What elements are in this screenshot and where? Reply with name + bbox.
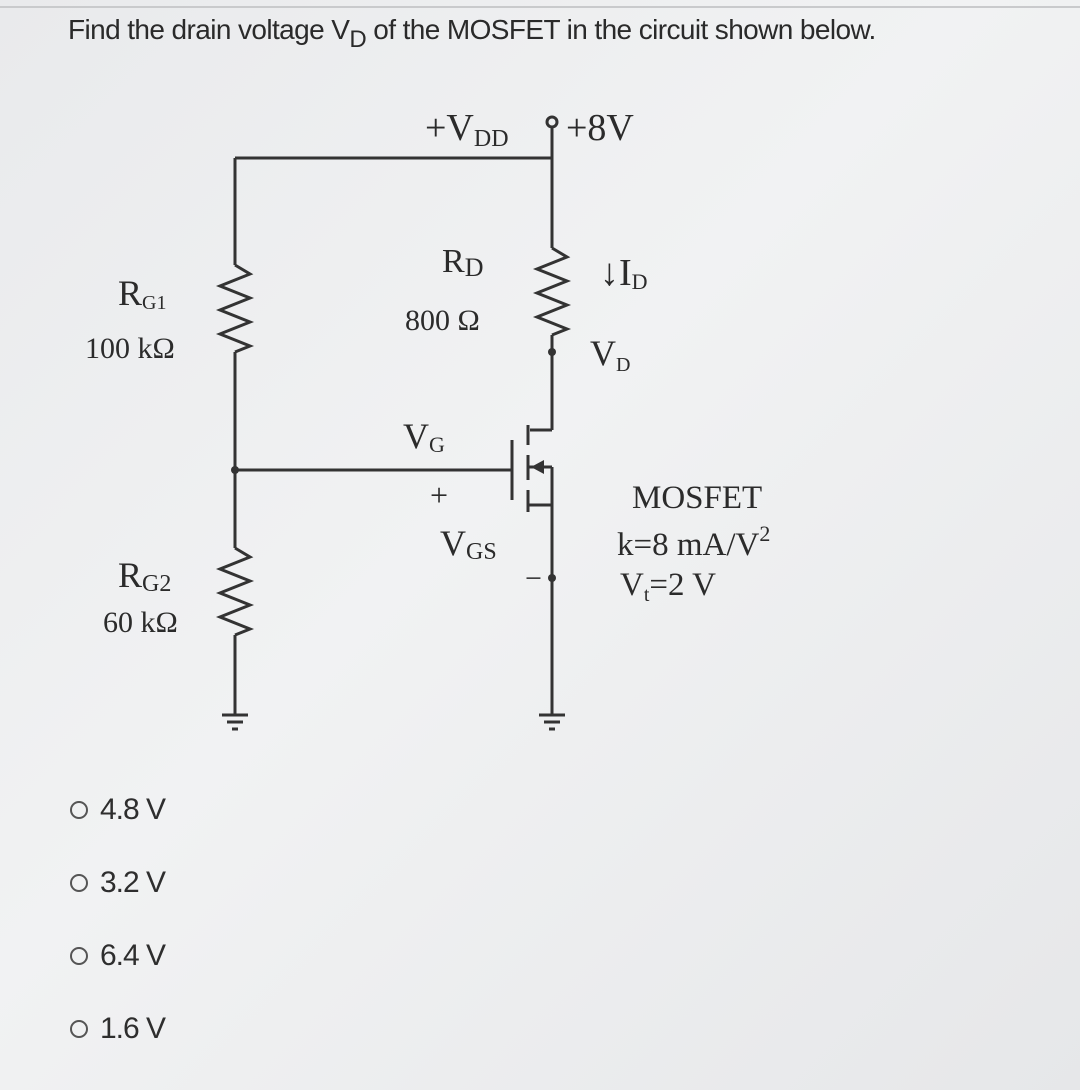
radio-button[interactable] — [70, 801, 88, 819]
rd-value: 800 Ω — [405, 304, 480, 337]
radio-button[interactable] — [70, 1020, 88, 1038]
option-label: 3.2 V — [100, 866, 166, 899]
option-4-8v[interactable]: 4.8 V — [70, 790, 166, 830]
radio-button[interactable] — [70, 947, 88, 965]
vd-label: VD — [590, 333, 630, 376]
mosfet-arrow — [531, 460, 544, 474]
rg2-resistor — [215, 546, 255, 637]
answer-options: 4.8 V 3.2 V 6.4 V 1.6 V — [70, 790, 166, 1082]
mosfet-title: MOSFET — [632, 480, 762, 516]
vgs-plus: + — [430, 477, 448, 513]
id-label: ↓ID — [600, 252, 648, 294]
supply-label: +VDD — [425, 107, 509, 152]
supply-terminal — [545, 115, 559, 129]
option-label: 6.4 V — [100, 939, 166, 972]
mosfet-k: k=8 mA/V2 — [617, 521, 770, 563]
question-prefix: Find the drain voltage V — [68, 14, 350, 45]
top-divider — [0, 6, 1080, 8]
rd-label: RD — [442, 243, 483, 282]
option-6-4v[interactable]: 6.4 V — [70, 936, 166, 976]
rg1-value: 100 kΩ — [85, 332, 175, 365]
option-label: 1.6 V — [100, 1012, 166, 1045]
radio-button[interactable] — [70, 874, 88, 892]
supply-value: +8V — [566, 107, 634, 149]
option-1-6v[interactable]: 1.6 V — [70, 1009, 166, 1049]
drain-node — [548, 348, 556, 356]
option-3-2v[interactable]: 3.2 V — [70, 863, 166, 903]
circuit-diagram: +VDD +8V RG1 100 kΩ RG2 60 kΩ RD 800 Ω ↓… — [85, 107, 770, 731]
mosfet-vt: Vt=2 V — [620, 567, 716, 606]
vg-label: VG — [403, 416, 445, 457]
vgs-minus: − — [525, 562, 542, 595]
vgs-label: VGS — [440, 523, 497, 565]
rg1-resistor — [215, 263, 255, 354]
rd-resistor — [532, 246, 572, 337]
question-subscript: D — [349, 26, 367, 53]
option-label: 4.8 V — [100, 793, 166, 826]
question-suffix: of the MOSFET in the circuit shown below… — [366, 14, 876, 45]
source-node — [548, 574, 556, 582]
rg1-label: RG1 — [118, 273, 166, 314]
question-text: Find the drain voltage VD of the MOSFET … — [68, 14, 876, 53]
rg2-value: 60 kΩ — [103, 606, 178, 639]
gate-node — [231, 466, 239, 474]
rg2-label: RG2 — [118, 555, 171, 597]
